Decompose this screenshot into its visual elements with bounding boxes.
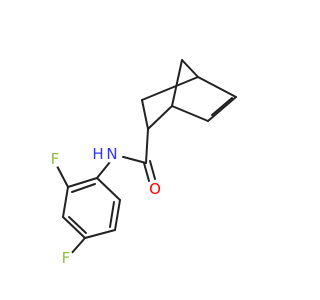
- bond-ar6-ar1: [96, 177, 121, 201]
- bond-ar4-fluorine: [69, 237, 86, 256]
- bond-ar5-ar6-inner: [109, 201, 115, 228]
- fluorine-ortho-label: F: [51, 150, 60, 168]
- molecule-structure: N H O F F: [47, 59, 237, 267]
- bond-ar4-ar5: [84, 229, 116, 239]
- bond-ar2-fluorine: [56, 165, 69, 188]
- bond-carbonyl-oxygen-b: [149, 160, 156, 180]
- nitrogen-label: N: [106, 145, 117, 163]
- bond-ar5-ar6: [114, 199, 121, 231]
- bond-c7-c1-bridge: [171, 59, 183, 107]
- bond-c1-c6: [171, 105, 209, 122]
- bond-c5-c4: [197, 76, 237, 98]
- bond-carbonyl-oxygen-a: [143, 162, 150, 182]
- fluorine-para-label: F: [62, 249, 71, 267]
- bond-c4-c7-bridge: [181, 59, 199, 78]
- bond-nitrogen-aryl: [96, 161, 111, 179]
- bond-c2-carbonyl: [145, 128, 149, 164]
- bond-c3-c4: [141, 76, 199, 101]
- atom-labels: N H O F F: [47, 143, 164, 267]
- bond-ar3-ar4: [62, 216, 86, 239]
- bond-c6-c5-double: [207, 96, 237, 122]
- difluorophenyl-ring: [56, 165, 121, 256]
- bond-c1-c2: [147, 105, 173, 130]
- hydrogen-label: H: [92, 145, 103, 163]
- bond-ar2-ar3: [62, 186, 69, 218]
- oxygen-label: O: [149, 180, 161, 198]
- bond-c2-c3: [141, 99, 149, 130]
- bond-ar1-ar2-inner: [71, 183, 96, 193]
- bond-ar1-ar2: [67, 177, 98, 188]
- bond-c6-c5-double-inner: [211, 97, 233, 116]
- bond-ar3-ar4-inner: [68, 216, 87, 234]
- norbornene-ring: [141, 59, 237, 130]
